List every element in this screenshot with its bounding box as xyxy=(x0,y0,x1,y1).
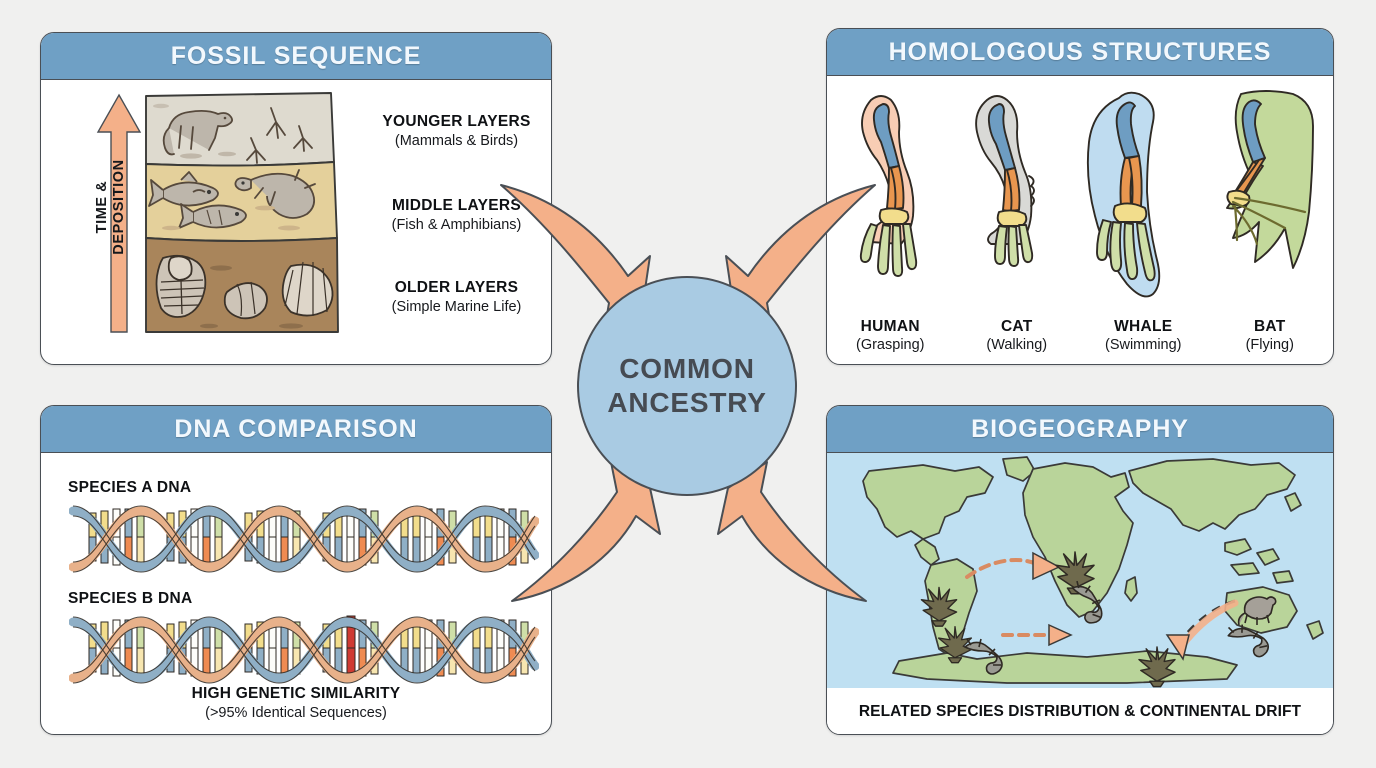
bird-track-icon-1 xyxy=(266,107,286,139)
panel-fossil-body: TIME & DEPOSITION YOUNGER LAYERS (Mammal… xyxy=(41,80,551,364)
continent-africa-europe xyxy=(1022,462,1134,618)
fossil-label-older-title: OLDER LAYERS xyxy=(394,279,519,296)
whale-limb-icon xyxy=(1086,91,1161,298)
lizard-icon-australia-east xyxy=(1227,624,1270,658)
limb-label-human: HUMAN (Grasping) xyxy=(827,318,954,353)
dna-mutation-marker xyxy=(346,615,356,681)
drift-arrow-sa-to-africa xyxy=(965,551,1061,581)
human-limb-icon xyxy=(859,95,918,277)
continent-north-america xyxy=(862,464,994,540)
panel-fossil-title: FOSSIL SEQUENCE xyxy=(41,33,551,80)
time-label-line2: DEPOSITION xyxy=(111,159,127,255)
species-b-label: SPECIES B DNA xyxy=(68,590,193,607)
shell-fossil-icon-1 xyxy=(223,281,268,320)
limb-label-bat-function: (Flying) xyxy=(1245,337,1294,353)
biogeo-footer: RELATED SPECIES DISTRIBUTION & CONTINENT… xyxy=(827,688,1333,734)
island-japan xyxy=(1284,492,1302,512)
fossil-label-older-sub: (Simple Marine Life) xyxy=(391,299,522,315)
bat-limb-icon xyxy=(1226,90,1314,269)
fish-fossil-icon-1 xyxy=(148,171,219,207)
marsupial-icon-australia xyxy=(1237,596,1277,626)
fossil-label-middle: MIDDLE LAYERS (Fish & Amphibians) xyxy=(359,197,551,233)
limb-label-cat-name: CAT xyxy=(1000,318,1033,335)
world-map-illustration xyxy=(827,453,1333,690)
dna-helix-species-b xyxy=(69,615,539,684)
trilobite-fossil-icon xyxy=(155,254,207,318)
panel-homologous-structures: HOMOLOGOUS STRUCTURES xyxy=(826,28,1334,365)
time-arrow-icon xyxy=(96,93,142,333)
limb-label-human-function: (Grasping) xyxy=(856,337,925,353)
time-deposition-axis-label: TIME & DEPOSITION xyxy=(41,147,186,267)
bird-track-icon-2 xyxy=(246,137,266,164)
biogeo-footer-text: RELATED SPECIES DISTRIBUTION & CONTINENT… xyxy=(858,702,1302,720)
limb-label-row: HUMAN (Grasping) CAT (Walking) WHALE (Sw… xyxy=(827,318,1333,353)
common-ancestry-hub: COMMON ANCESTRY xyxy=(577,276,797,496)
continent-greenland xyxy=(1002,456,1036,482)
drift-arrow-australia-to-antarctica xyxy=(1165,599,1239,661)
panel-dna-title: DNA COMPARISON xyxy=(41,406,551,453)
fish-fossil-icon-2 xyxy=(178,203,247,229)
island-madagascar xyxy=(1124,576,1138,602)
cat-limb-icon xyxy=(975,95,1035,267)
panel-dna-comparison: DNA COMPARISON SPECIES A DNA SPECIES B D… xyxy=(40,405,552,735)
plant-icon-antarctica xyxy=(1138,646,1176,688)
islands-southeast-asia xyxy=(1224,538,1252,556)
fossil-strata-illustration xyxy=(96,92,339,333)
lizard-icon-africa xyxy=(1071,580,1103,624)
limb-label-human-name: HUMAN xyxy=(860,318,920,335)
dna-helix-species-a xyxy=(69,505,539,573)
drift-arrow-sa-to-madagascar xyxy=(1001,623,1073,647)
panel-fossil-sequence: FOSSIL SEQUENCE xyxy=(40,32,552,365)
limb-label-cat-function: (Walking) xyxy=(986,337,1048,353)
limb-label-bat: BAT (Flying) xyxy=(1207,318,1334,353)
panel-homologous-title: HOMOLOGOUS STRUCTURES xyxy=(827,29,1333,76)
world-map xyxy=(827,453,1333,690)
panel-biogeo-body: RELATED SPECIES DISTRIBUTION & CONTINENT… xyxy=(827,453,1333,734)
fossil-label-younger-title: YOUNGER LAYERS xyxy=(382,113,531,130)
plant-icon-south-america xyxy=(920,586,958,627)
panel-biogeo-title: BIOGEOGRAPHY xyxy=(827,406,1333,453)
time-label-line1: TIME & xyxy=(94,180,111,234)
plant-icon-south-america-lower xyxy=(937,625,973,664)
shell-fossil-icon-2 xyxy=(281,261,334,317)
lizard-icon-south-america xyxy=(964,638,1003,675)
fossil-layer-labels: YOUNGER LAYERS (Mammals & Birds) MIDDLE … xyxy=(359,80,551,364)
hub-line-2: ANCESTRY xyxy=(607,387,767,418)
panel-dna-body: SPECIES A DNA SPECIES B DNA xyxy=(41,453,551,734)
fossil-label-older: OLDER LAYERS (Simple Marine Life) xyxy=(359,279,551,315)
island-new-zealand xyxy=(1306,620,1324,640)
bird-track-icon-3 xyxy=(293,125,313,152)
limb-label-whale: WHALE (Swimming) xyxy=(1080,318,1207,353)
limb-label-whale-name: WHALE xyxy=(1114,318,1173,335)
continent-asia xyxy=(1128,458,1296,532)
fossil-label-younger: YOUNGER LAYERS (Mammals & Birds) xyxy=(359,113,551,149)
dna-footer-subtitle: (>95% Identical Sequences) xyxy=(205,705,387,721)
panel-homologous-body: HUMAN (Grasping) CAT (Walking) WHALE (Sw… xyxy=(827,76,1333,364)
mammal-fossil-icon xyxy=(162,109,234,156)
continent-antarctica xyxy=(892,650,1238,684)
limb-comparison-illustration xyxy=(859,90,1314,298)
fossil-label-younger-sub: (Mammals & Birds) xyxy=(394,133,519,149)
hub-line-1: COMMON xyxy=(619,352,755,384)
limb-label-bat-name: BAT xyxy=(1253,318,1286,335)
limb-label-cat: CAT (Walking) xyxy=(954,318,1081,353)
fossil-label-middle-sub: (Fish & Amphibians) xyxy=(391,217,522,233)
limb-label-whale-function: (Swimming) xyxy=(1104,337,1182,353)
fossil-label-middle-title: MIDDLE LAYERS xyxy=(391,197,522,214)
panel-biogeography: BIOGEOGRAPHY xyxy=(826,405,1334,735)
dna-footer: HIGH GENETIC SIMILARITY (>95% Identical … xyxy=(41,685,551,721)
species-a-label: SPECIES A DNA xyxy=(68,479,192,496)
amphibian-fossil-icon xyxy=(234,169,316,219)
dna-footer-title: HIGH GENETIC SIMILARITY xyxy=(191,685,401,702)
